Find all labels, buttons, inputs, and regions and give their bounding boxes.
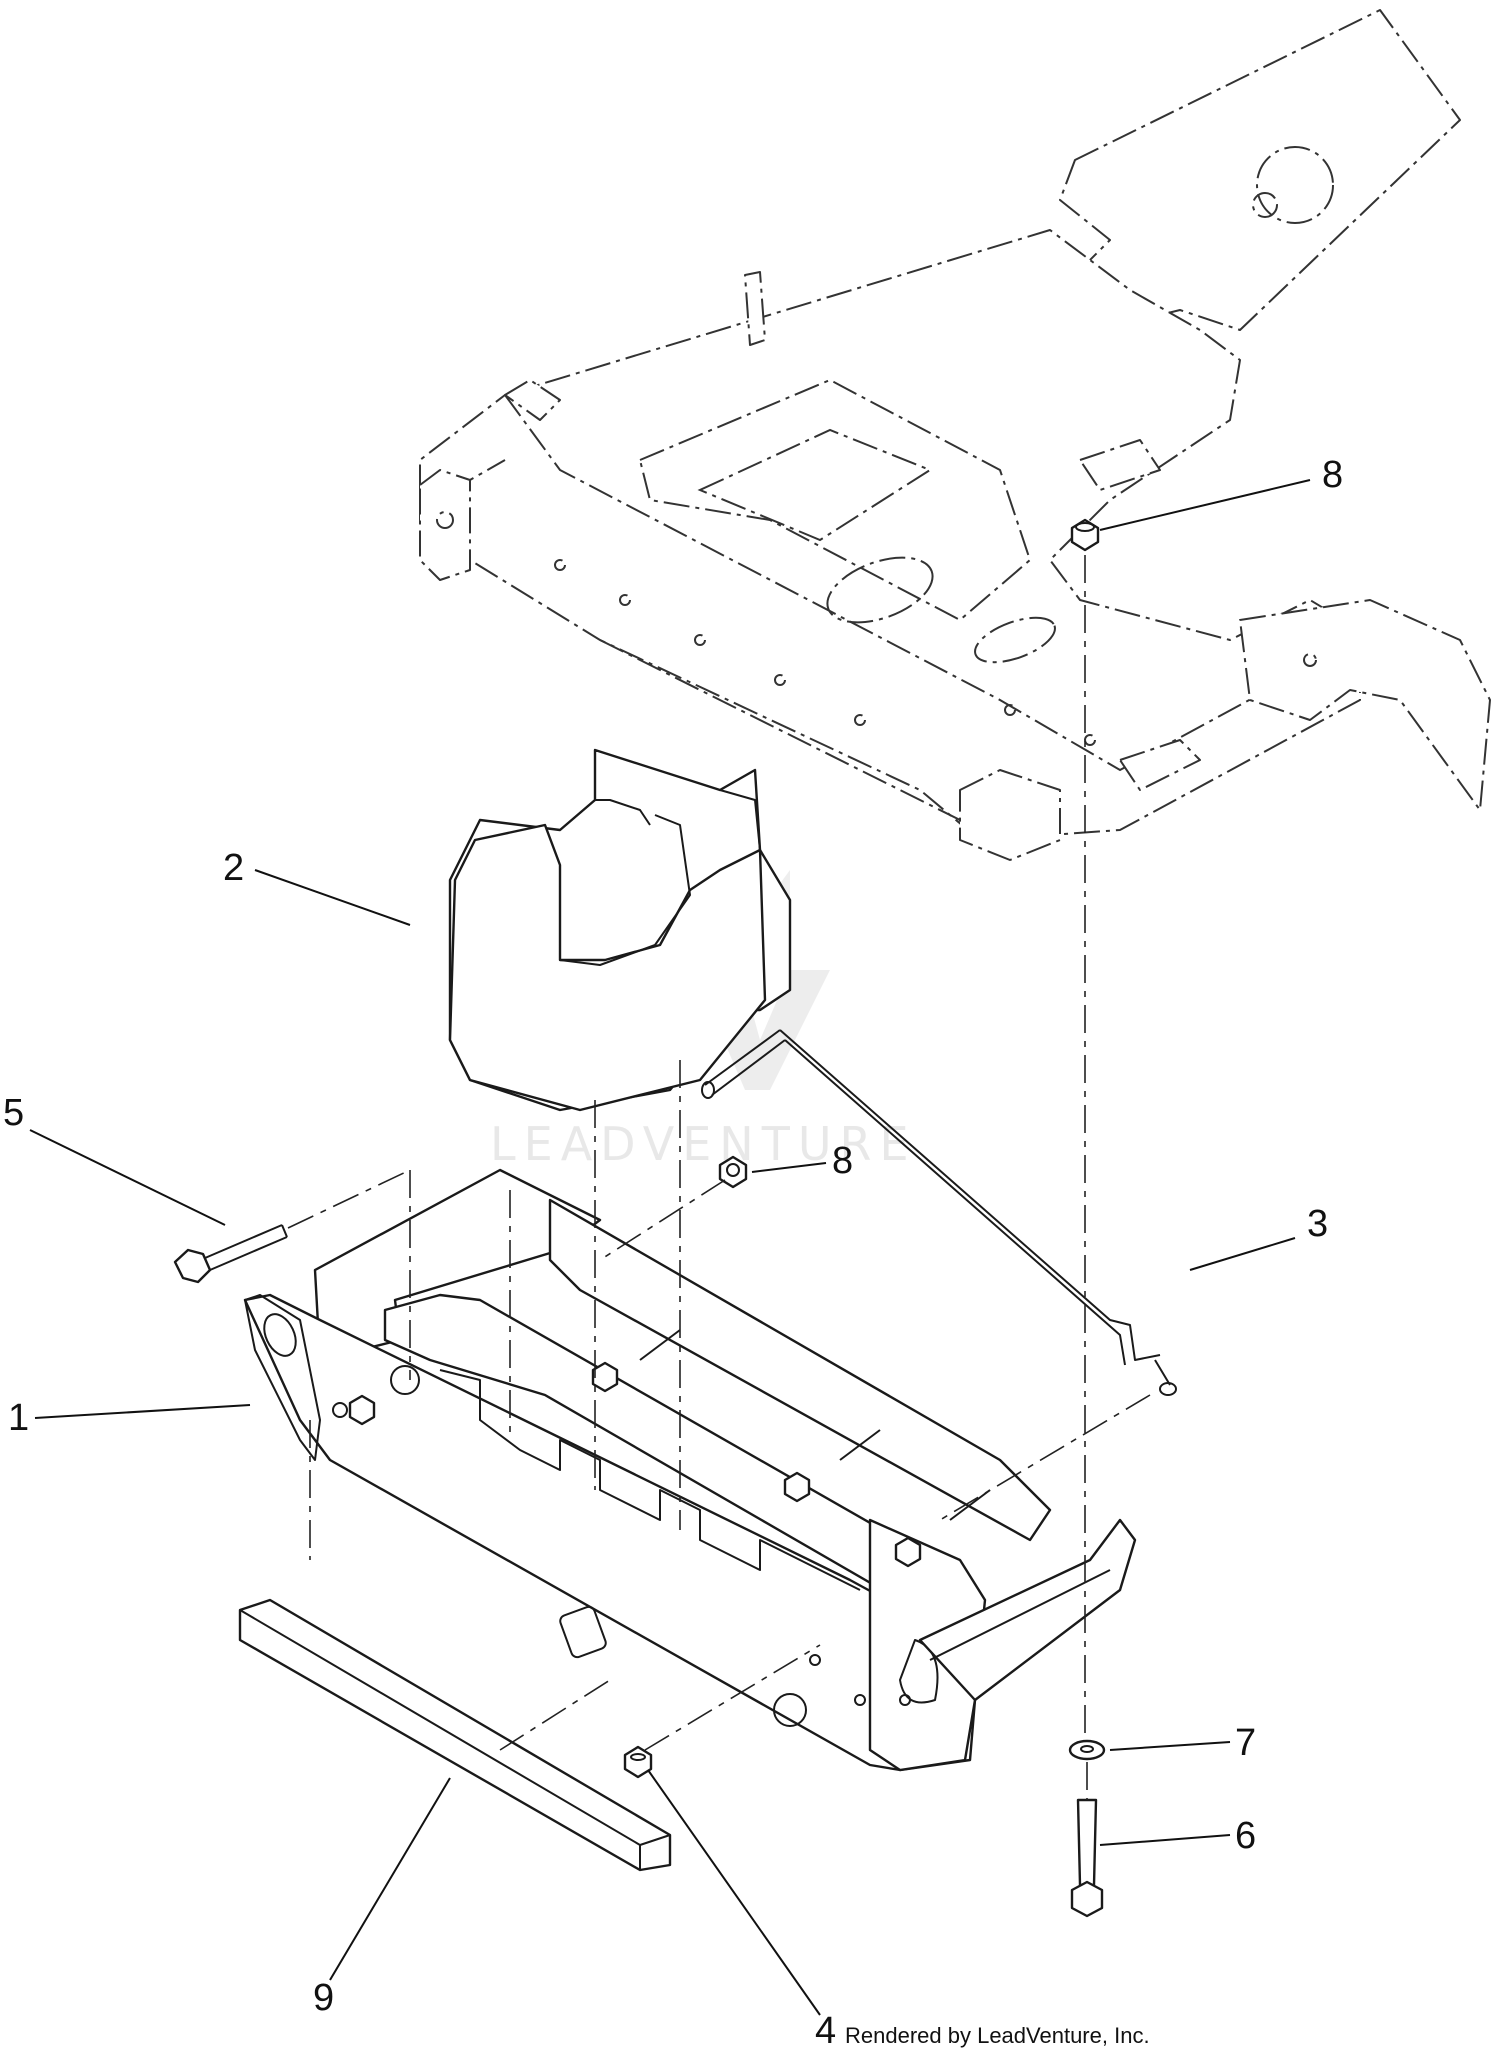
- bolt-6: [1070, 1798, 1104, 1918]
- callout-3: 3: [1307, 1203, 1328, 1245]
- callout-9: 9: [313, 1977, 334, 2019]
- hitch-pin: [701, 1029, 1177, 1396]
- callout-6: 6: [1235, 1815, 1256, 1857]
- assembly-lines: [287, 555, 1151, 1800]
- tractor-frame: [419, 9, 1491, 861]
- weight-bracket: [243, 1168, 1137, 1772]
- nut-8-upper: [1070, 518, 1100, 552]
- watermark-text: LEADVENTURE: [490, 1117, 917, 1171]
- rubber-strip: [238, 1598, 672, 1872]
- suitcase-weight: [448, 748, 792, 1112]
- washer-7: [1068, 1739, 1106, 1761]
- nut-8-lower: [718, 1155, 748, 1189]
- callout-1: 1: [8, 1397, 29, 1439]
- callout-8-upper: 8: [1322, 454, 1343, 496]
- callout-7: 7: [1235, 1722, 1256, 1764]
- callout-5: 5: [3, 1092, 24, 1134]
- leader-lines: [29, 479, 1311, 2016]
- callout-8-lower: 8: [832, 1140, 853, 1182]
- bolt-5: [173, 1224, 288, 1284]
- render-credit: Rendered by LeadVenture, Inc.: [845, 2023, 1150, 2048]
- callout-4: 4: [815, 2010, 836, 2052]
- callout-2: 2: [223, 847, 244, 889]
- callouts: 8 2 5 8 3 1 7 6 9 4: [3, 454, 1343, 2052]
- nut-4: [623, 1745, 653, 1779]
